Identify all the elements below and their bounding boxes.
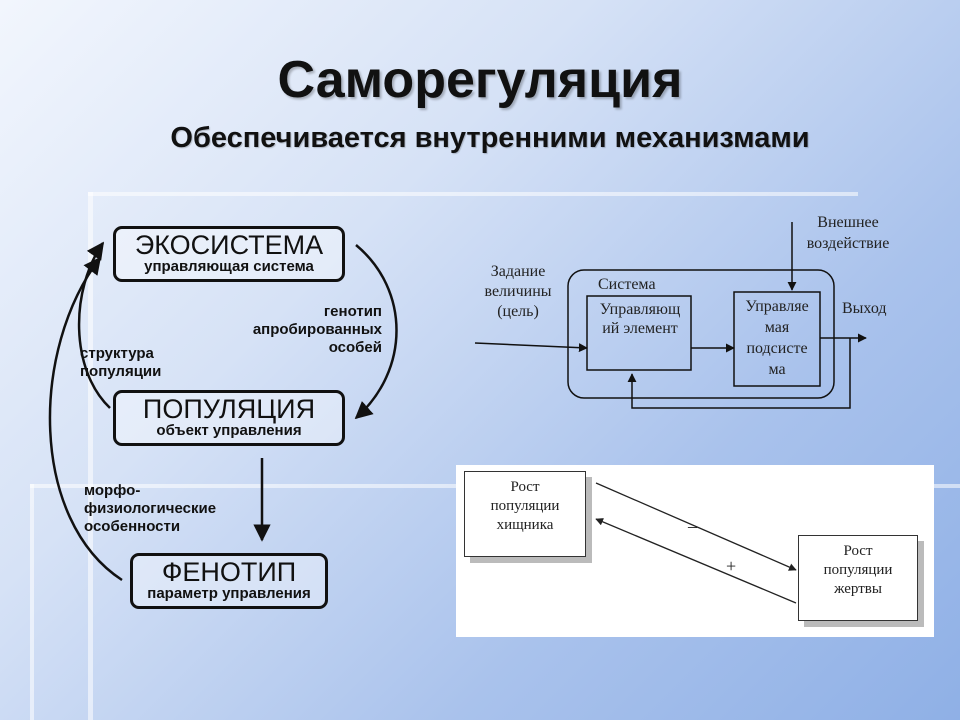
controller-box xyxy=(586,295,692,371)
controlled-box xyxy=(733,291,821,387)
ecosystem-subtitle: управляющая система xyxy=(144,258,314,275)
sign-plus: + xyxy=(726,556,737,576)
arrow-prey-to-predator xyxy=(595,518,797,604)
phenotype-subtitle: параметр управления xyxy=(147,585,311,602)
predator-prey-arrows xyxy=(595,482,797,604)
morpho-label: морфо- физиологические особенности xyxy=(84,482,217,535)
decor-line-vertical-2 xyxy=(30,484,34,720)
decor-line-vertical xyxy=(88,192,93,720)
slide-title: Саморегуляция xyxy=(277,51,683,109)
ecosystem-node: ЭКОСИСТЕМА управляющая система xyxy=(113,226,345,282)
population-subtitle: объект управления xyxy=(156,422,302,439)
phenotype-title: ФЕНОТИП xyxy=(161,557,297,587)
system-outline xyxy=(567,269,835,399)
feedback-arrow xyxy=(627,338,851,409)
input-label: Задание величины (цель) xyxy=(484,263,552,320)
disturbance-label: Внешнее воздействие xyxy=(806,214,890,252)
genotype-label: генотип апробированных особей xyxy=(252,303,382,356)
arrow-ecosystem-to-population xyxy=(354,244,398,420)
ecosystem-title: ЭКОСИСТЕМА xyxy=(134,230,324,260)
population-node: ПОПУЛЯЦИЯ объект управления xyxy=(113,390,345,446)
phenotype-node: ФЕНОТИП параметр управления xyxy=(130,553,328,609)
output-label: Выход xyxy=(842,300,887,317)
prey-box: Рост популяции жертвы xyxy=(798,535,918,621)
population-title: ПОПУЛЯЦИЯ xyxy=(142,394,316,424)
decor-line-top xyxy=(88,192,858,196)
system-label: Система xyxy=(598,276,656,293)
controlled-label: Управляе мая подсисте ма xyxy=(745,298,809,378)
controller-label: Управляющ ий элемент xyxy=(599,301,681,337)
input-arrow xyxy=(474,342,588,353)
predator-prey-panel: Рост популяции хищника Рост популяции же… xyxy=(456,465,934,637)
structure-label: структура популяции xyxy=(80,345,162,380)
arrow-predator-to-prey xyxy=(595,482,797,571)
sign-minus: – xyxy=(688,516,697,536)
arrow-phenotype-to-ecosystem xyxy=(48,256,123,582)
predator-box: Рост популяции хищника xyxy=(464,471,586,557)
slide-subtitle: Обеспечивается внутренними механизмами xyxy=(170,122,810,154)
